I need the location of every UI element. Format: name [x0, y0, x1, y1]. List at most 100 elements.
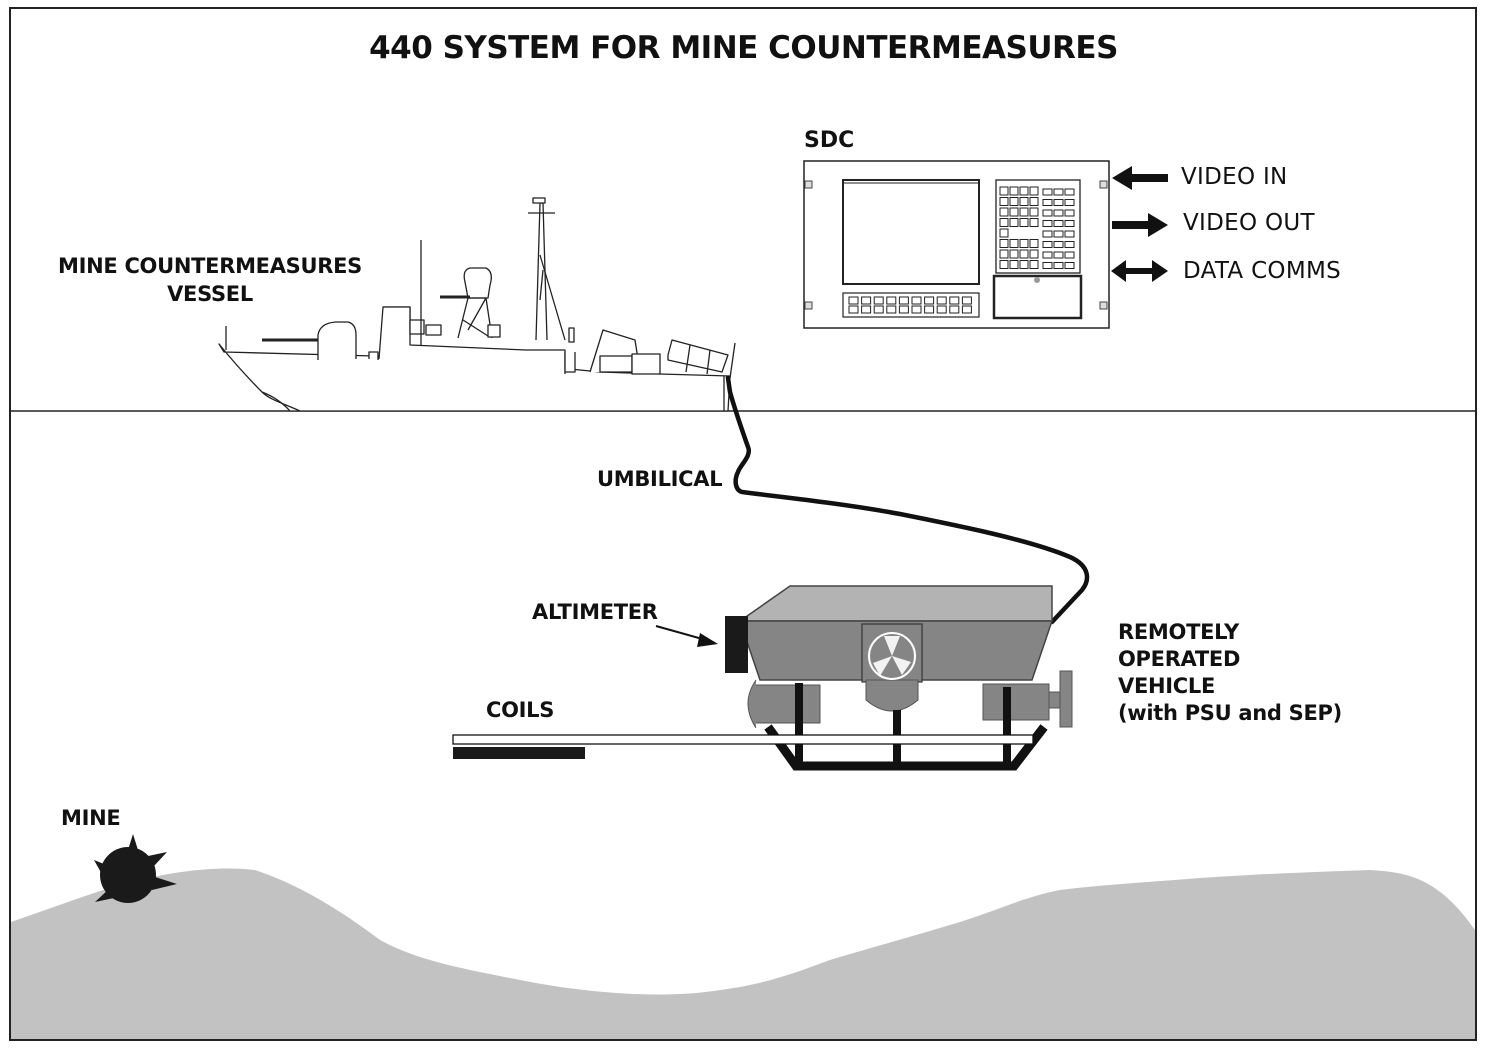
keypad-key: [1064, 262, 1075, 269]
mine: [94, 834, 177, 903]
double-arrow-icon: [1111, 260, 1168, 282]
sdc-drawer: [992, 274, 1083, 320]
function-key: [961, 305, 972, 314]
altimeter-pointer-arrow: [655, 625, 718, 647]
keypad-key: [1053, 199, 1064, 206]
rov-top-deck: [737, 585, 1053, 622]
rov-label-line2: OPERATED: [1118, 647, 1241, 671]
vessel-label-line2: VESSEL: [167, 282, 253, 306]
keypad-key: [1064, 199, 1075, 206]
keypad-key: [999, 218, 1009, 227]
keypad-key: [1019, 260, 1029, 269]
rack-screw-icon: [1099, 180, 1108, 189]
keypad-key: [1042, 220, 1053, 227]
function-key: [898, 296, 909, 305]
keypad-key: [1029, 186, 1039, 196]
arrow-left-icon: [1112, 166, 1168, 190]
keypad-key: [1053, 230, 1064, 238]
keypad-key: [1009, 218, 1019, 227]
sdc-signal-arrows: [1111, 166, 1168, 282]
coils-weight: [453, 747, 585, 759]
keypad-key: [1019, 186, 1029, 196]
function-key: [848, 305, 859, 314]
data-comms-label: DATA COMMS: [1183, 258, 1342, 284]
keypad-key: [1019, 207, 1029, 217]
rov-label-line4: (with PSU and SEP): [1118, 701, 1342, 725]
keypad-key: [1064, 220, 1075, 227]
keypad-key: [1029, 207, 1039, 217]
keypad-key: [1042, 251, 1053, 259]
function-key: [949, 296, 960, 305]
keypad-key: [1042, 230, 1053, 238]
keypad-key: [1029, 249, 1039, 259]
video-in-label: VIDEO IN: [1181, 164, 1288, 190]
function-key: [848, 296, 859, 305]
keypad-key: [1029, 218, 1039, 227]
function-key: [861, 305, 872, 314]
seabed: [11, 868, 1475, 1039]
keypad-key: [1042, 209, 1053, 217]
function-key: [911, 296, 922, 305]
function-key: [949, 305, 960, 314]
function-key: [911, 305, 922, 314]
rov-label-line1: REMOTELY: [1118, 620, 1239, 644]
keypad-key: [999, 197, 1009, 206]
diagram-title: 440 SYSTEM FOR MINE COUNTERMEASURES: [369, 30, 1118, 66]
keypad-key: [1064, 230, 1075, 238]
keypad-key: [1053, 241, 1064, 248]
keypad-key: [1053, 209, 1064, 217]
keypad-key: [1019, 249, 1029, 259]
keypad-key: [1009, 249, 1019, 259]
function-key: [936, 296, 947, 305]
keypad-key: [1019, 218, 1029, 227]
drawer-knob-icon: [1034, 277, 1040, 283]
function-key: [873, 305, 884, 314]
umbilical-label: UMBILICAL: [597, 467, 723, 491]
function-key: [886, 296, 897, 305]
function-key: [936, 305, 947, 314]
keypad-key: [1064, 251, 1075, 259]
sdc-console: [803, 160, 1110, 329]
keypad-key: [1064, 188, 1075, 196]
diagram-frame: [9, 7, 1477, 1041]
coils-bar: [452, 734, 1034, 745]
keypad-key: [999, 186, 1009, 196]
keypad-key: [1042, 241, 1053, 248]
video-out-label: VIDEO OUT: [1183, 210, 1315, 236]
keypad-key: [1029, 197, 1039, 206]
keypad-key: [999, 249, 1009, 259]
rov-label-line3: VEHICLE: [1118, 674, 1216, 698]
keypad-key: [1053, 251, 1064, 259]
altimeter: [725, 616, 748, 673]
vessel-label-line1: MINE COUNTERMEASURES: [58, 254, 362, 278]
keypad-key: [1009, 207, 1019, 217]
mine-label: MINE: [61, 806, 121, 830]
function-key: [924, 305, 935, 314]
keypad-key: [1009, 197, 1019, 206]
coils-label: COILS: [486, 698, 555, 722]
mine-countermeasures-vessel: [218, 197, 736, 412]
keypad-key: [1042, 262, 1053, 269]
vessel-label: MINE COUNTERMEASURES VESSEL: [40, 252, 380, 308]
keypad-key: [1019, 239, 1029, 248]
keypad-key: [1064, 209, 1075, 217]
keypad-key: [1019, 197, 1029, 206]
rack-screw-icon: [804, 180, 813, 189]
sdc-label: SDC: [804, 128, 855, 153]
rov-left-thruster: [753, 684, 821, 724]
rack-screw-icon: [1099, 301, 1108, 310]
keypad-key: [999, 228, 1009, 238]
keypad-key: [1042, 188, 1053, 196]
keypad-key: [1053, 188, 1064, 196]
keypad-key: [999, 260, 1009, 269]
altimeter-label: ALTIMETER: [532, 600, 658, 624]
keypad-key: [1009, 239, 1019, 248]
function-key: [861, 296, 872, 305]
function-key: [886, 305, 897, 314]
keypad-key: [1029, 239, 1039, 248]
umbilical-cable: [725, 375, 1090, 625]
keypad-key: [999, 207, 1009, 217]
keypad-key: [1042, 199, 1053, 206]
